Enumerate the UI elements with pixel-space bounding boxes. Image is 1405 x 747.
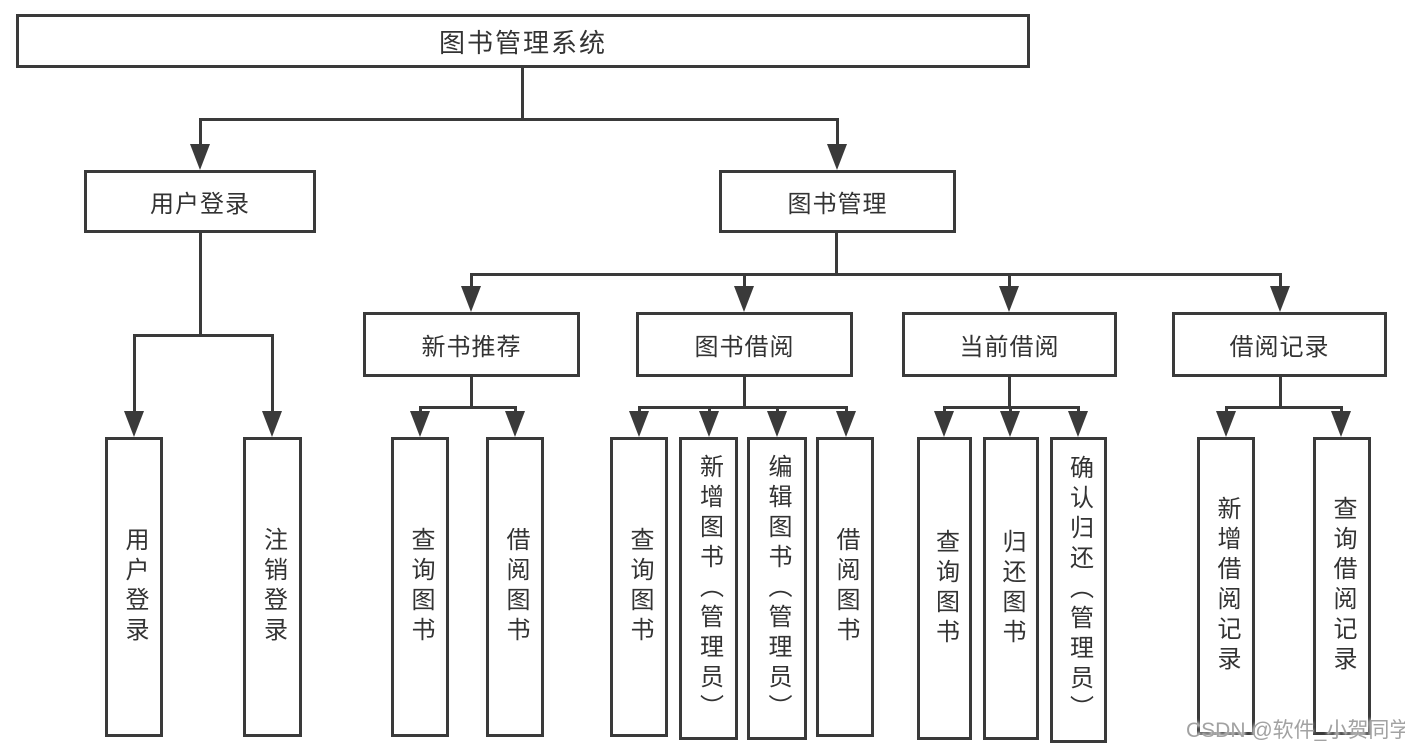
connector-line — [1225, 406, 1228, 414]
connector-line — [133, 334, 274, 337]
arrowhead-down-icon — [461, 286, 481, 312]
connector-line — [199, 233, 202, 337]
arrowhead-down-icon — [699, 411, 719, 437]
arrowhead-down-icon — [1331, 411, 1351, 437]
connector-line — [133, 334, 136, 412]
connector-line — [521, 68, 524, 118]
arrowhead-down-icon — [836, 411, 856, 437]
connector-line — [470, 273, 1282, 276]
leaf-borrow-books-recommend: 借阅图书 — [486, 437, 544, 737]
connector-line — [1340, 406, 1343, 414]
connector-line — [1225, 406, 1343, 409]
arrowhead-down-icon — [1216, 411, 1236, 437]
connector-line — [743, 273, 746, 287]
connector-line — [419, 406, 517, 409]
leaf-add-books-admin: 新增图书（管理员） — [679, 437, 738, 740]
arrowhead-down-icon — [1270, 286, 1290, 312]
connector-line — [199, 118, 202, 146]
leaf-user-login: 用户登录 — [105, 437, 163, 737]
connector-line — [1279, 273, 1282, 287]
node-new-book-recommend: 新书推荐 — [363, 312, 580, 377]
node-book-borrowing: 图书借阅 — [636, 312, 853, 377]
csdn-watermark: CSDN @软件_小贺同学 — [1186, 719, 1405, 742]
connector-line — [419, 406, 422, 414]
connector-line — [1009, 406, 1012, 414]
connector-line — [743, 377, 746, 408]
connector-line — [835, 233, 838, 275]
arrowhead-down-icon — [124, 411, 144, 437]
node-current-borrowing: 当前借阅 — [902, 312, 1117, 377]
connector-line — [776, 406, 779, 414]
arrowhead-down-icon — [262, 411, 282, 437]
leaf-return-books: 归还图书 — [983, 437, 1039, 740]
leaf-borrow-books: 借阅图书 — [816, 437, 874, 737]
leaf-query-borrow-record: 查询借阅记录 — [1313, 437, 1371, 735]
connector-line — [845, 406, 848, 414]
connector-line — [708, 406, 711, 414]
connector-line — [1008, 273, 1011, 287]
node-user-login: 用户登录 — [84, 170, 316, 233]
leaf-logout: 注销登录 — [243, 437, 302, 737]
leaf-query-books-recommend: 查询图书 — [391, 437, 449, 737]
leaf-edit-books-admin: 编辑图书（管理员） — [747, 437, 807, 740]
connector-line — [1077, 406, 1080, 414]
connector-line — [836, 118, 839, 146]
connector-line — [470, 273, 473, 287]
arrowhead-down-icon — [734, 286, 754, 312]
arrowhead-down-icon — [505, 411, 525, 437]
arrowhead-down-icon — [827, 144, 847, 170]
leaf-add-borrow-record: 新增借阅记录 — [1197, 437, 1255, 735]
arrowhead-down-icon — [934, 411, 954, 437]
arrowhead-down-icon — [190, 144, 210, 170]
connector-line — [638, 406, 848, 409]
connector-line — [1008, 377, 1011, 408]
leaf-query-books-borrowing: 查询图书 — [610, 437, 668, 737]
connector-line — [1279, 377, 1282, 408]
arrowhead-down-icon — [1000, 411, 1020, 437]
connector-line — [199, 118, 839, 121]
connector-line — [638, 406, 641, 414]
node-book-management: 图书管理 — [719, 170, 956, 233]
leaf-confirm-return-admin: 确认归还（管理员） — [1050, 437, 1107, 743]
connector-line — [514, 406, 517, 414]
leaf-query-books-current: 查询图书 — [917, 437, 972, 740]
arrowhead-down-icon — [767, 411, 787, 437]
arrowhead-down-icon — [410, 411, 430, 437]
node-borrowing-records: 借阅记录 — [1172, 312, 1387, 377]
arrowhead-down-icon — [999, 286, 1019, 312]
arrowhead-down-icon — [1068, 411, 1088, 437]
connector-line — [271, 334, 274, 412]
connector-line — [943, 406, 946, 414]
node-root-book-management-system: 图书管理系统 — [16, 14, 1030, 68]
connector-line — [470, 377, 473, 408]
arrowhead-down-icon — [629, 411, 649, 437]
